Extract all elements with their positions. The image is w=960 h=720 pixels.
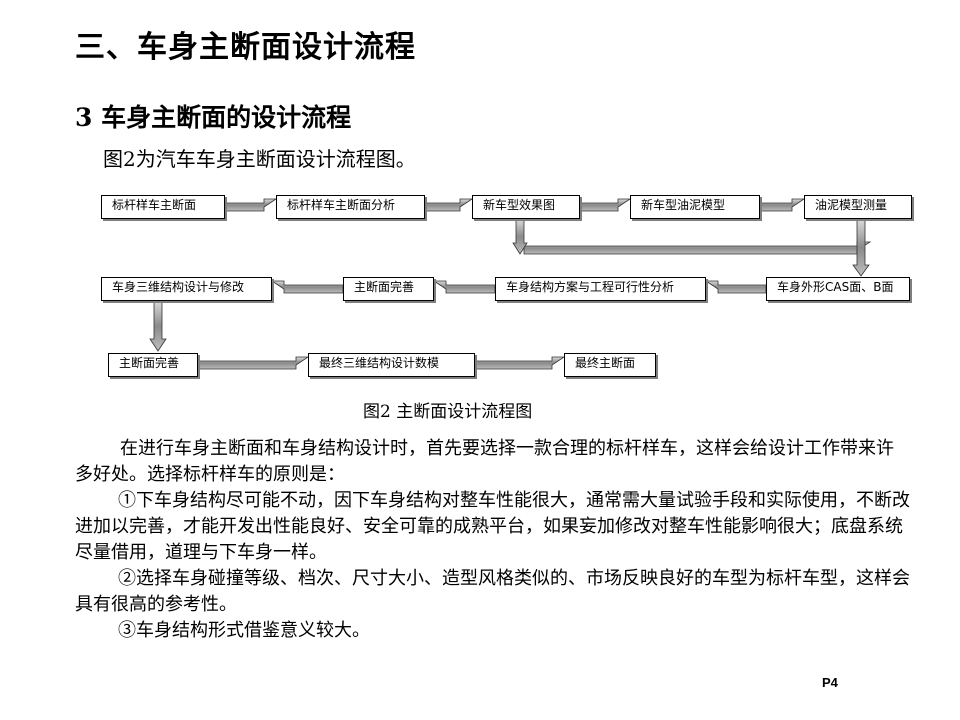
flow-arrow (432, 280, 496, 294)
page-title: 三、车身主断面设计流程 (75, 30, 416, 65)
flow-box: 标杆样车主断面分析 (276, 195, 425, 219)
flow-box: 车身三维结构设计与修改 (101, 277, 272, 301)
flow-box: 主断面完善 (343, 277, 434, 301)
flow-box: 新车型效果图 (472, 195, 580, 219)
section-heading: 3 车身主断面的设计流程 (75, 103, 352, 132)
flow-arrow (579, 198, 632, 212)
flow-arrow (224, 198, 278, 212)
figure-caption: 图2 主断面设计流程图 (363, 402, 533, 422)
paragraph: 在进行车身主断面和车身结构设计时，首先要选择一款合理的标杆样车，这样会给设计工作… (75, 438, 894, 485)
flow-box: 标杆样车主断面 (101, 195, 225, 219)
flow-box: 新车型油泥模型 (630, 195, 760, 219)
flowchart-arrows (149, 198, 872, 370)
flow-arrow (852, 218, 870, 277)
paragraph: ②选择车身碰撞等级、档次、尺寸大小、造型风格类似的、市场反映良好的车型为标杆车型… (75, 568, 910, 615)
flow-arrow (512, 218, 528, 255)
intro-text: 图2为汽车车身主断面设计流程图。 (103, 147, 416, 171)
paragraph: ③车身结构形式借鉴意义较大。 (118, 620, 370, 641)
flow-box: 主断面完善 (108, 353, 198, 377)
paragraph: ①下车身结构尽可能不动，因下车身结构对整车性能很大，通常需大量试验手段和实际使用… (75, 490, 910, 563)
flow-arrow (149, 300, 167, 352)
flow-arrow (474, 356, 566, 370)
flow-box: 最终三维结构设计数模 (308, 353, 475, 377)
flow-arrow (424, 198, 474, 212)
flow-box: 车身外形CAS面、B面 (766, 277, 910, 301)
page-number: P4 (822, 675, 838, 690)
flow-arrow (197, 356, 310, 370)
flow-arrow (759, 198, 806, 212)
flow-box: 油泥模型测量 (804, 195, 912, 219)
flow-box: 车身结构方案与工程可行性分析 (495, 277, 706, 301)
body-text: 在进行车身主断面和车身结构设计时，首先要选择一款合理的标杆样车，这样会给设计工作… (75, 436, 910, 644)
flow-arrow (704, 280, 767, 294)
flow-box: 最终主断面 (564, 353, 656, 377)
flow-arrow (270, 280, 344, 294)
flow-arrow (523, 241, 872, 255)
